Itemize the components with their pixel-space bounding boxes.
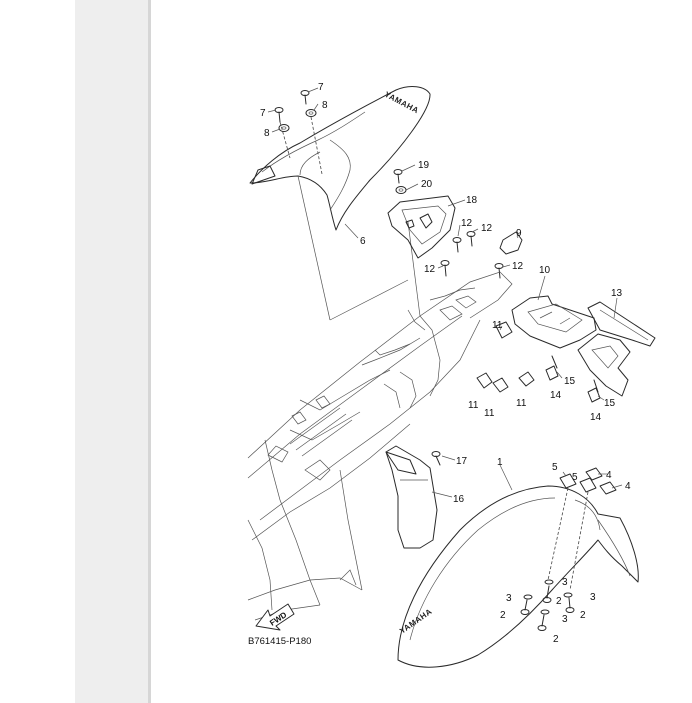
callout-numbers: 7 7 8 8 6 19 20 18 12 12 12 12 9 10 13 1… xyxy=(260,82,631,645)
bolt-7-left xyxy=(274,107,291,159)
callout-12: 12 xyxy=(461,218,473,229)
bolt-12-c xyxy=(440,260,450,277)
callout-11: 11 xyxy=(492,320,503,331)
clip-9 xyxy=(499,231,523,255)
callout-11: 11 xyxy=(484,408,495,419)
nut-4-b xyxy=(599,481,617,495)
callout-9: 9 xyxy=(516,228,522,239)
callout-12: 12 xyxy=(481,223,493,234)
callout-13: 13 xyxy=(611,288,623,299)
bolt-15-a xyxy=(551,355,558,369)
callout-5: 5 xyxy=(572,472,578,483)
nut-14-a xyxy=(545,365,559,381)
callout-11: 11 xyxy=(468,400,479,411)
front-fender-1: YAMAHA xyxy=(397,485,639,668)
bolt-19 xyxy=(393,169,403,184)
callout-17: 17 xyxy=(456,456,468,467)
bolt-2-a xyxy=(520,599,530,615)
callout-12: 12 xyxy=(512,261,524,272)
callout-3: 3 xyxy=(562,614,568,625)
callout-7: 7 xyxy=(260,108,266,119)
bolt-12-a xyxy=(452,237,462,253)
rear-frame xyxy=(247,271,513,621)
license-bracket-13 xyxy=(587,301,656,347)
grommet-5-b xyxy=(579,477,597,493)
callout-2: 2 xyxy=(580,610,586,621)
bolt-2-b xyxy=(542,585,552,603)
callout-19: 19 xyxy=(418,160,430,171)
fwd-arrow-icon: FWD xyxy=(255,603,295,631)
bracket-18 xyxy=(387,195,456,259)
grommet-11-b xyxy=(476,372,493,389)
callout-1: 1 xyxy=(497,457,503,468)
callout-3: 3 xyxy=(506,593,512,604)
callout-11: 11 xyxy=(516,398,527,409)
leader-lines xyxy=(267,87,623,498)
mud-flap-16 xyxy=(385,445,438,549)
callout-12: 12 xyxy=(424,264,436,275)
tail-light-housing xyxy=(577,333,631,397)
callout-7: 7 xyxy=(318,82,324,93)
callout-16: 16 xyxy=(453,494,465,505)
washer-3-d xyxy=(540,609,550,615)
callout-8: 8 xyxy=(264,128,270,139)
callout-2: 2 xyxy=(553,634,559,645)
bolt-2-d xyxy=(537,614,547,631)
callout-4: 4 xyxy=(606,470,612,481)
bolt-15-b xyxy=(593,379,599,393)
washer-3-c xyxy=(563,592,573,598)
callout-20: 20 xyxy=(421,179,433,190)
callout-14: 14 xyxy=(590,412,602,423)
callout-8: 8 xyxy=(322,100,328,111)
diagram-code: B761415-P180 xyxy=(248,636,311,647)
bolt-2-c xyxy=(565,597,575,613)
viewer-side-panel xyxy=(75,0,148,703)
callout-3: 3 xyxy=(562,577,568,588)
grommet-11-d xyxy=(518,371,535,387)
callout-6: 6 xyxy=(360,236,366,247)
callout-3: 3 xyxy=(590,592,596,603)
nut-14-b xyxy=(587,387,601,403)
washer-8-left xyxy=(278,124,290,132)
callout-2: 2 xyxy=(556,596,562,607)
callout-2: 2 xyxy=(500,610,506,621)
bolt-12-b xyxy=(466,231,476,247)
washer-8-top xyxy=(305,109,323,175)
callout-18: 18 xyxy=(466,195,478,206)
callout-15: 15 xyxy=(564,376,576,387)
callout-15: 15 xyxy=(604,398,616,409)
washer-3-a xyxy=(544,579,554,585)
callout-5: 5 xyxy=(552,462,558,473)
bracket-10 xyxy=(511,295,597,349)
front-fender-brand-mark: YAMAHA xyxy=(398,607,434,636)
bolt-17 xyxy=(431,451,441,466)
bolt-12-d xyxy=(494,263,504,279)
washer-3-b xyxy=(523,594,533,600)
nut-4-a xyxy=(585,467,603,481)
grommet-11-c xyxy=(492,377,509,393)
bolt-7-top xyxy=(300,90,310,105)
grommet-11-a xyxy=(495,321,513,339)
callout-4: 4 xyxy=(625,481,631,492)
grommet-5-a xyxy=(559,473,577,489)
callout-14: 14 xyxy=(550,390,562,401)
washer-20 xyxy=(395,186,407,194)
rear-fender-brand-mark: YAMAHA xyxy=(383,90,420,115)
callout-10: 10 xyxy=(539,265,551,276)
left-margin xyxy=(0,0,75,703)
side-panel-edge xyxy=(148,0,151,703)
